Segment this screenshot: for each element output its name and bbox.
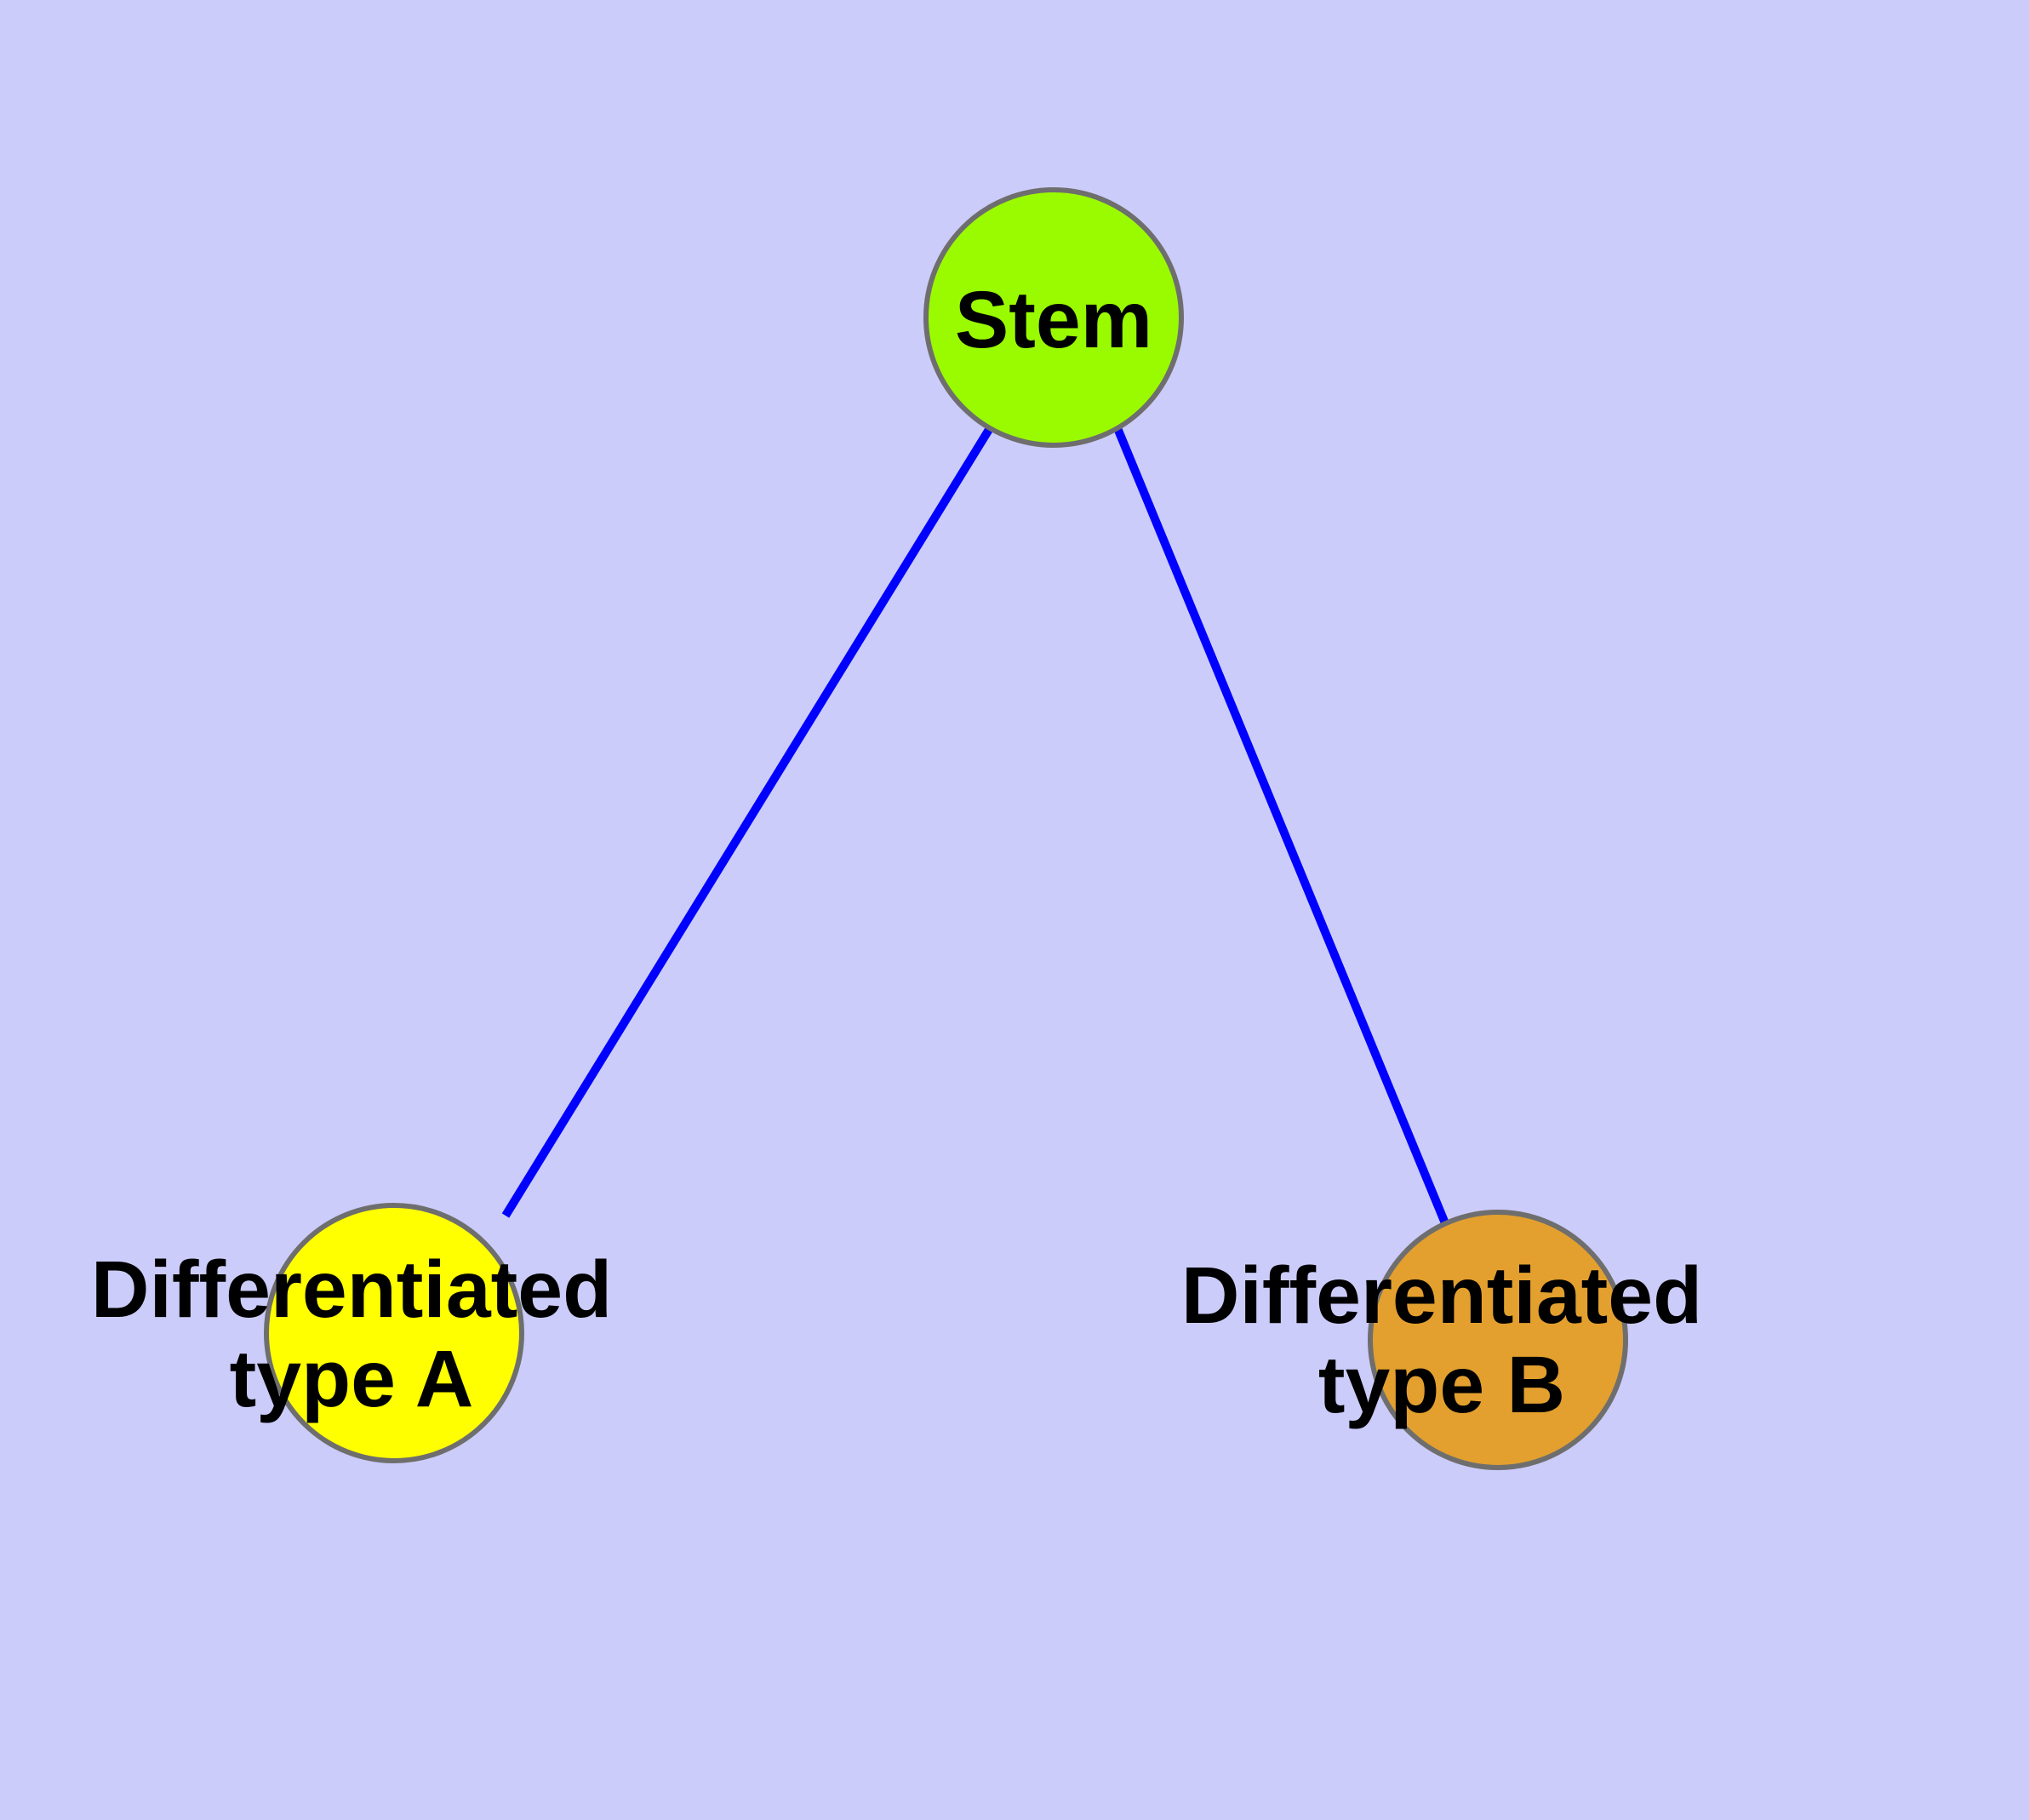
edge-stem-to-differentiated-type-a [501, 426, 994, 1218]
edge-stem-to-differentiated-type-b [1113, 426, 1449, 1225]
node-circle-differentiated-type-b[interactable] [1368, 1210, 1628, 1470]
node-label-stem: Stem [955, 275, 1152, 365]
node-circle-stem[interactable] [923, 187, 1184, 448]
node-circle-differentiated-type-a[interactable] [264, 1203, 524, 1463]
